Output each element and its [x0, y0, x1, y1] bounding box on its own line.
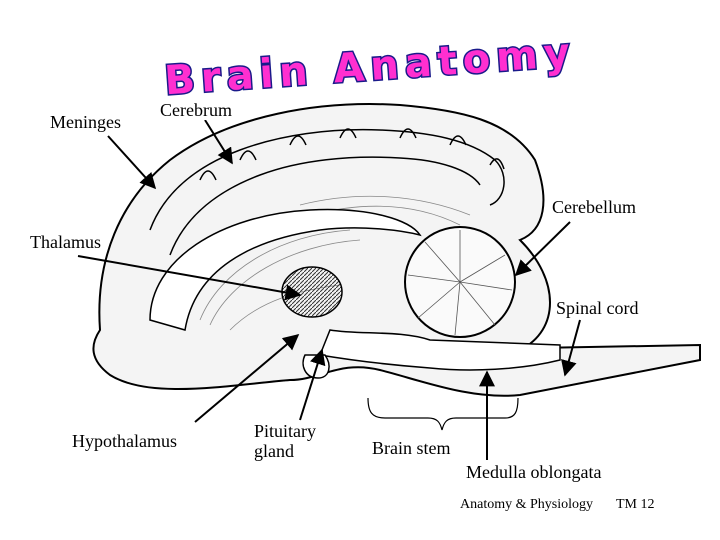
label-brain-stem: Brain stem	[372, 438, 451, 458]
label-pituitary-gland: Pituitary gland	[254, 421, 344, 461]
arrow-meninges	[108, 136, 155, 188]
label-cerebrum: Cerebrum	[160, 100, 232, 120]
footer-course: Anatomy & Physiology	[460, 497, 593, 513]
diagram-title: Brain Anatomy	[163, 30, 577, 105]
brain-stem-brace	[368, 398, 518, 430]
label-meninges: Meninges	[50, 112, 121, 132]
label-cerebellum: Cerebellum	[552, 197, 636, 217]
label-hypothalamus: Hypothalamus	[72, 431, 177, 451]
label-medulla-oblongata: Medulla oblongata	[466, 462, 601, 482]
title-wordart: Brain Anatomy	[163, 30, 577, 105]
thalamus-shape	[282, 267, 342, 317]
label-thalamus: Thalamus	[30, 232, 101, 252]
footer-code: TM 12	[616, 497, 655, 513]
label-spinal-cord: Spinal cord	[556, 298, 639, 318]
